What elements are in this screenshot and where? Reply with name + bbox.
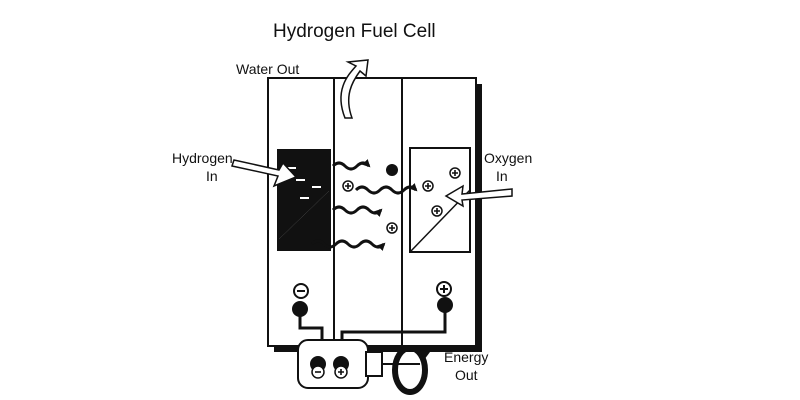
hydrogen-in-label-line1: Hydrogen [172,150,233,166]
water-out-label: Water Out [236,61,299,77]
diagram-title: Hydrogen Fuel Cell [273,21,436,42]
ion-plus-signs [345,170,458,231]
diagram-title-group: Hydrogen Fuel Cell [273,21,436,42]
oxygen-in-arrow [444,184,513,208]
oxygen-in-label-line2: In [496,168,508,184]
motor-load [297,339,420,389]
rotation-icon [392,345,430,395]
hydrogen-in-arrow [231,159,298,188]
energy-out-label-line1: Energy [444,349,488,365]
hydrogen-in-label-line2: In [206,168,218,184]
ion-flow-arrows [310,158,418,252]
electron-dot [386,164,398,176]
oxygen-in-label-line1: Oxygen [484,150,532,166]
water-out-arrow [340,59,369,119]
negative-terminal [292,283,309,317]
energy-out-label-line2: Out [455,367,478,383]
positive-terminal [436,281,453,313]
